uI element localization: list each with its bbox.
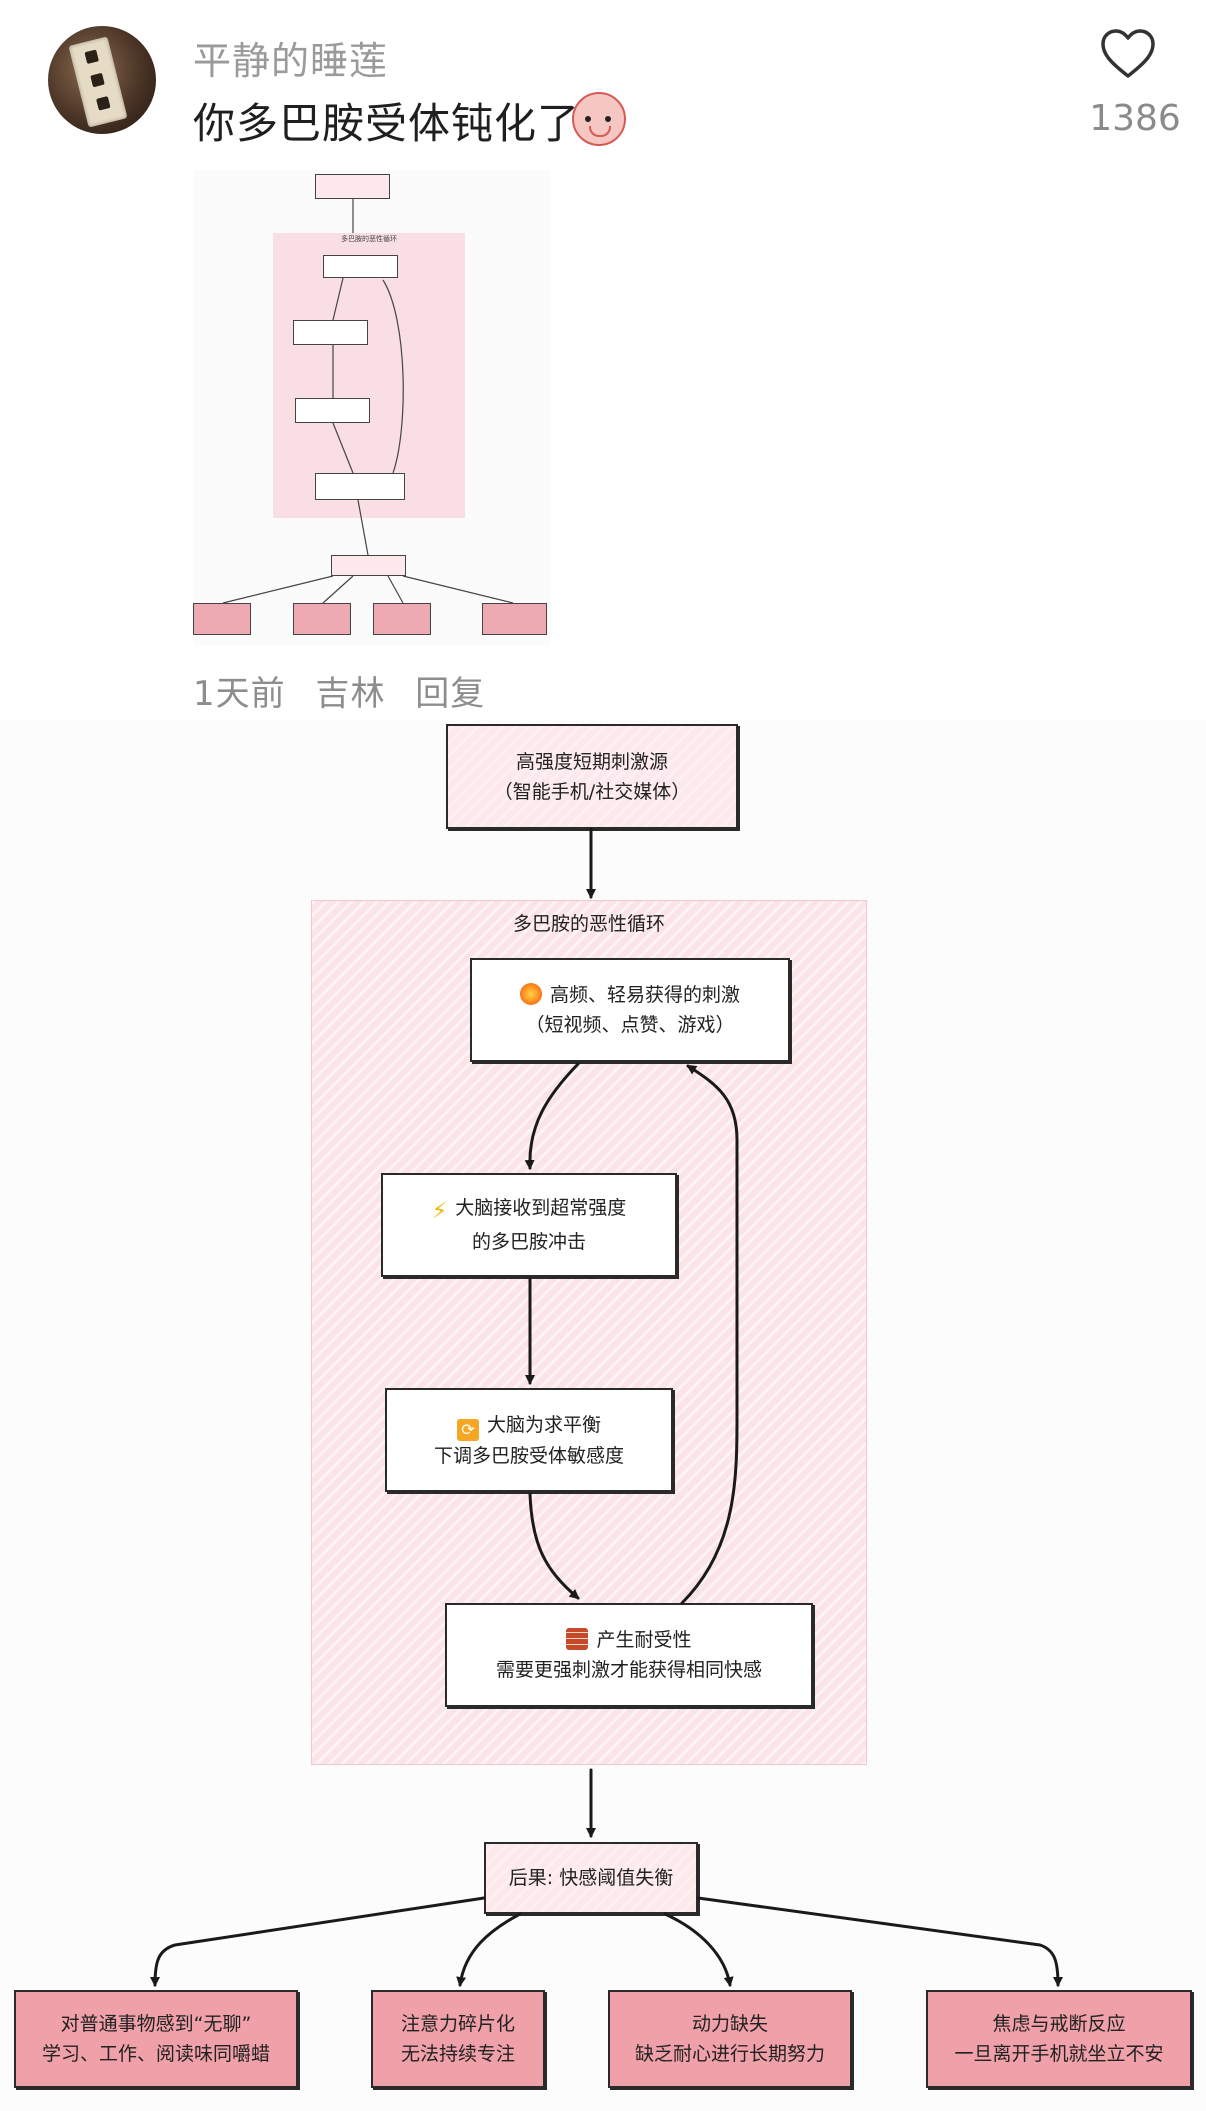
like-count: 1386 [1089,98,1181,139]
balance-line1: 大脑为求平衡 [486,1413,601,1436]
outcome-line1: 对普通事物感到“无聊” [60,2013,252,2035]
thumb-result-box [331,555,406,576]
source-box: 高强度短期刺激源 （智能手机/社交媒体） [446,724,738,829]
collision-icon [519,983,542,1005]
username[interactable]: 平静的睡莲 [193,39,389,83]
thumb-outcome-box [193,603,251,635]
thumb-arrows [222,199,514,604]
tolerance-line1: 产生耐受性 [596,1629,692,1651]
reply-button[interactable]: 回复 [415,674,486,714]
comment-location: 吉林 [315,674,386,714]
repeat-icon: ⟳ [456,1418,479,1441]
balance-line2: 下调多巴胺受体敏感度 [433,1444,624,1467]
outcome-line1: 动力缺失 [691,2013,768,2035]
outcome-box-motivation: 动力缺失 缺乏耐心进行长期努力 [608,1990,852,2088]
outcome-line2: 无法持续专注 [400,2043,515,2065]
balance-box: ⟳ 大脑为求平衡 下调多巴胺受体敏感度 [385,1388,673,1492]
thumb-loop-title: 多巴胺的恶性循环 [341,235,397,243]
brain-box: ⚡ 大脑接收到超常强度 的多巴胺冲击 [381,1173,677,1277]
outcome-line2: 学习、工作、阅读味同嚼蜡 [41,2043,270,2065]
avatar[interactable] [48,26,156,134]
comment-card: 平静的睡莲 你多巴胺受体钝化了 1386 多巴胺的恶性循环 1天前 吉林 [0,0,1206,720]
stimulus-line1: 高频、轻易获得的刺激 [549,984,740,1006]
brain-line2: 的多巴胺冲击 [471,1231,586,1253]
thumb-loop-region [273,233,465,518]
stimulus-box: 高频、轻易获得的刺激 （短视频、点赞、游戏） [470,958,790,1062]
source-line1: 高强度短期刺激源 [515,750,668,773]
thumb-stim-box [323,255,398,278]
heart-outline-icon[interactable] [1100,28,1156,80]
thumb-outcome-box [482,603,547,635]
source-line2: （智能手机/社交媒体） [493,780,691,803]
result-label: 后果: 快感阈值失衡 [508,1867,674,1889]
stimulus-line2: （短视频、点赞、游戏） [525,1014,735,1036]
thumb-balance-box [295,398,370,423]
outcome-line1: 焦虑与戒断反应 [992,2013,1126,2035]
shy-face-emoji-icon [572,92,626,146]
outcome-box-boredom: 对普通事物感到“无聊” 学习、工作、阅读味同嚼蜡 [14,1990,298,2088]
outcome-line2: 一旦离开手机就坐立不安 [954,2043,1164,2065]
brick-icon [566,1628,589,1650]
thumb-brain-box [293,320,368,345]
result-box: 后果: 快感阈值失衡 [484,1842,698,1914]
outcome-line1: 注意力碎片化 [400,2013,515,2035]
outcome-box-attention: 注意力碎片化 无法持续专注 [371,1990,545,2088]
thumb-source-box [315,174,390,199]
thumb-outcome-box [373,603,431,635]
comment-time: 1天前 [193,674,286,714]
thumb-outcome-box [293,603,351,635]
comment-text: 你多巴胺受体钝化了 [193,99,581,148]
brain-line1: 大脑接收到超常强度 [455,1197,627,1219]
avatar-image [68,36,128,128]
loop-title: 多巴胺的恶性循环 [512,913,665,935]
tolerance-box: 产生耐受性 需要更强刺激才能获得相同快感 [445,1603,813,1707]
outcome-line2: 缺乏耐心进行长期努力 [634,2043,825,2065]
comment-meta: 1天前 吉林 回复 [193,666,503,715]
attached-image-thumbnail[interactable]: 多巴胺的恶性循环 [193,170,551,645]
thumb-tolerance-box [315,473,405,500]
lightning-icon: ⚡ [431,1199,448,1224]
tolerance-line2: 需要更强刺激才能获得相同快感 [495,1659,762,1681]
outcome-box-anxiety: 焦虑与戒断反应 一旦离开手机就坐立不安 [926,1990,1192,2088]
